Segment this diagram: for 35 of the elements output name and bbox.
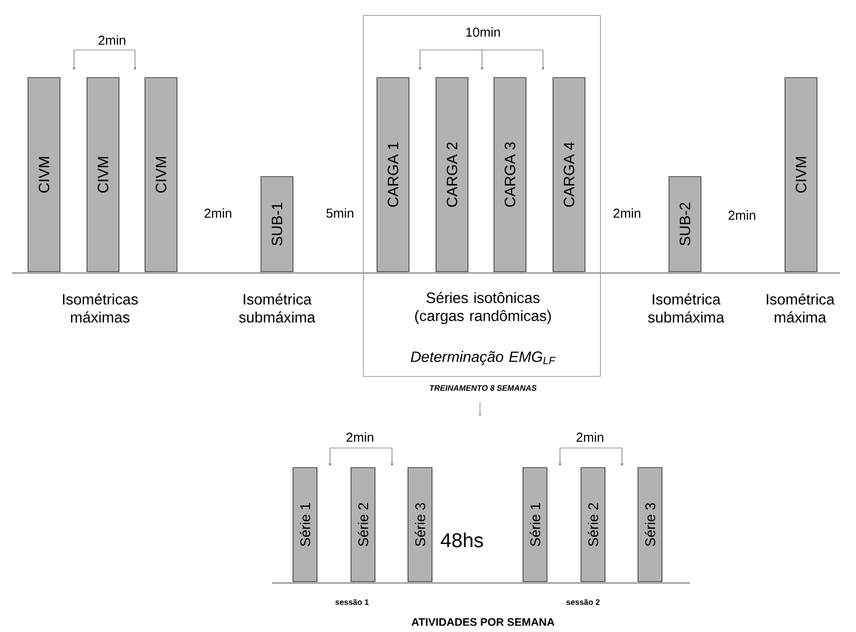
bar: CARGA 4 xyxy=(552,77,586,272)
bar: CARGA 2 xyxy=(436,77,468,272)
caption: ATIVIDADES POR SEMANA xyxy=(412,618,554,626)
group-label: Isométrica submáxima xyxy=(648,293,724,323)
bar: CIVM xyxy=(144,77,178,272)
bar: SUB-1 xyxy=(260,176,294,272)
bar: SUB-2 xyxy=(668,176,702,272)
bar: CIVM xyxy=(784,77,818,272)
bar: Série 1 xyxy=(292,467,318,582)
bar: CARGA 3 xyxy=(494,77,526,272)
caption: TREINAMENTO 8 SEMANAS xyxy=(430,385,537,391)
caption: sessão 2 xyxy=(566,599,600,605)
group-label: Isométrica submáxima xyxy=(239,293,316,323)
bar: Série 1 xyxy=(522,467,548,582)
interval-label: 2min xyxy=(576,432,604,442)
interval-label: 2min xyxy=(728,210,756,220)
interval-label: 2min xyxy=(98,35,126,45)
interval-label: 5min xyxy=(326,208,354,218)
bar: CIVM xyxy=(86,77,120,272)
interval-label: 10min xyxy=(466,27,500,37)
interval-label: 2min xyxy=(346,432,374,442)
caption: sessão 1 xyxy=(335,599,369,605)
box-label: Determinação EMG$_{LF}$ xyxy=(410,351,556,365)
group-label: Isométrica máxima xyxy=(766,293,835,323)
bar: CIVM xyxy=(28,77,60,272)
interval-label: 2min xyxy=(614,208,640,218)
group-label: Isométricas máximas xyxy=(63,293,138,323)
interval-label: 2min xyxy=(204,208,232,218)
bar: Série 2 xyxy=(580,467,606,582)
bar: Série 3 xyxy=(408,467,432,582)
time-label: 48hs xyxy=(440,532,483,548)
bar: Série 2 xyxy=(350,467,376,582)
bar: CARGA 1 xyxy=(376,77,410,272)
bar: Série 3 xyxy=(638,467,662,582)
group-label: Séries isotônicas (cargas randômicas) xyxy=(415,292,551,324)
